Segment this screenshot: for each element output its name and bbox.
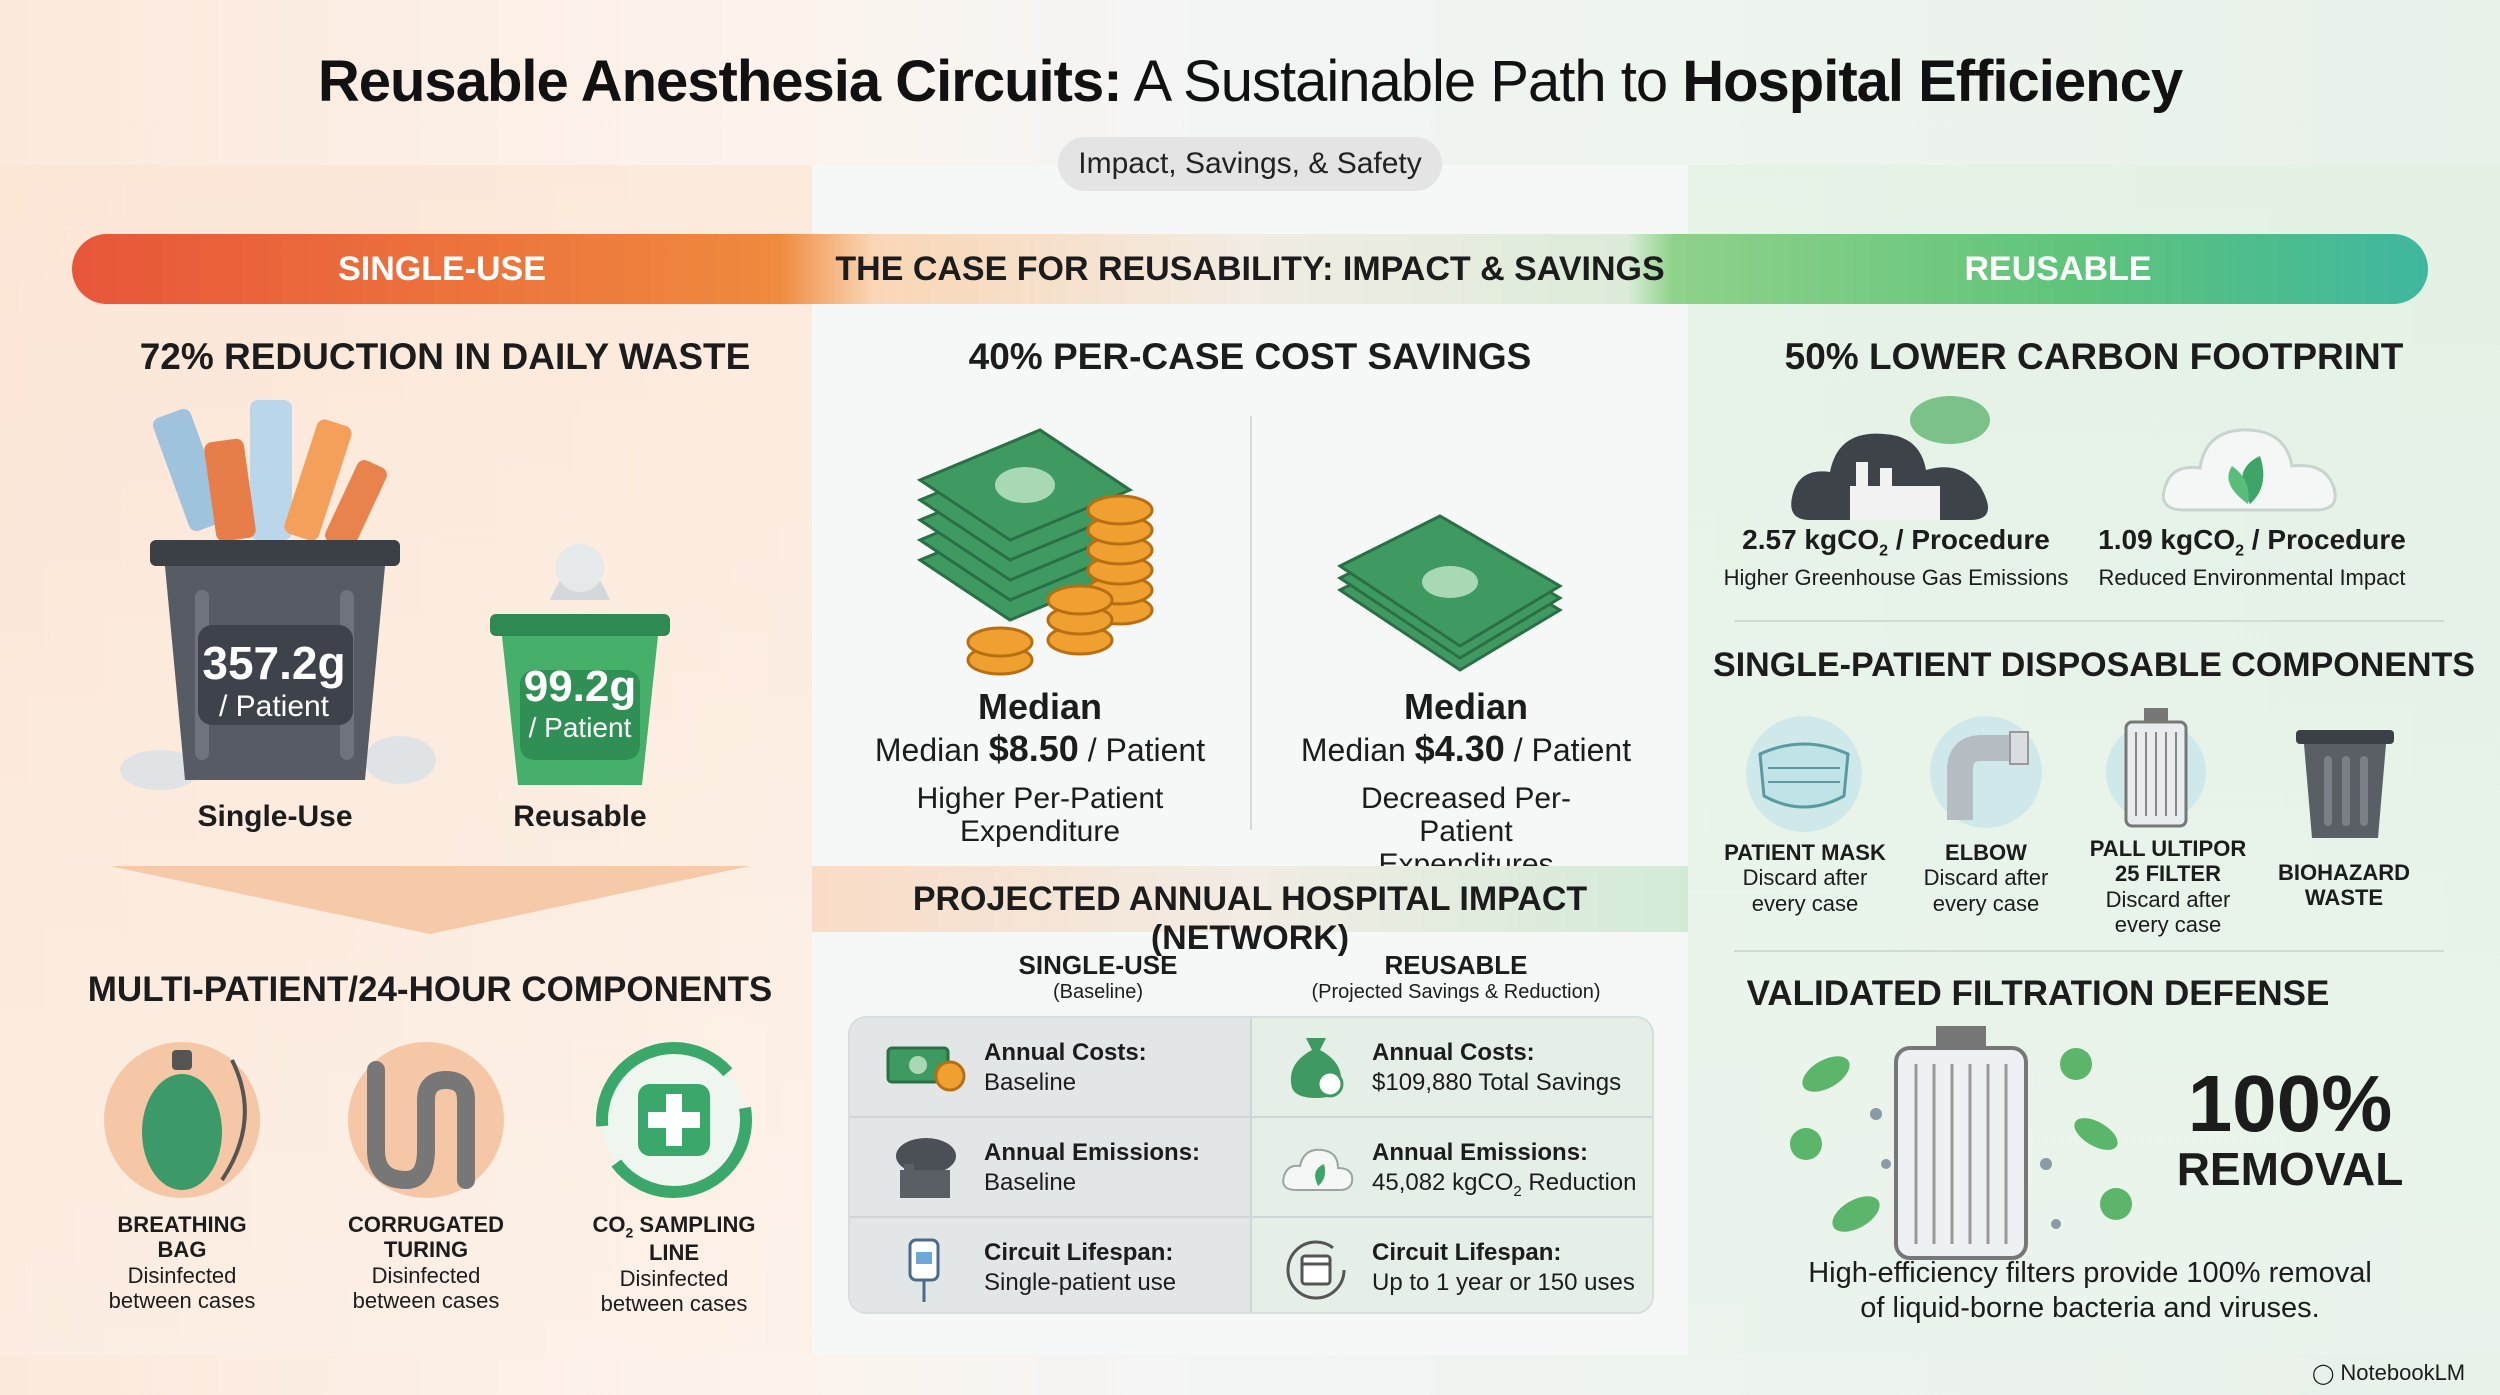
money-small-stack-icon — [1337, 514, 1563, 672]
elbow-connector-icon — [1930, 716, 2042, 828]
filtration-heading: VALIDATED FILTRATION DEFENSE — [1746, 974, 2330, 1013]
cost-left-head: Median — [977, 686, 1102, 727]
pall-filter-icon — [2106, 708, 2206, 828]
annual-band — [812, 866, 1688, 932]
cloud-leaf-icon — [1282, 1148, 1354, 1191]
removal-label: REMOVAL — [2176, 1143, 2404, 1195]
breathing-bag-icon — [104, 1042, 260, 1198]
annual-impact-table: Annual Costs: Baseline Annual Costs: $109,… — [848, 1016, 1654, 1314]
divider-1 — [1734, 620, 2444, 622]
money-bag-icon — [1290, 1038, 1344, 1098]
row3-right-label: Circuit Lifespan: — [1372, 1239, 1562, 1266]
breathing-bag-desc: Disinfected between cases — [108, 1262, 256, 1313]
annual-heading: PROJECTED ANNUAL HOSPITAL IMPACT (NETWOR… — [912, 880, 1588, 957]
removal-percent: 100% — [2187, 1059, 2393, 1148]
corrugated-tubing-desc: Disinfected between cases — [352, 1262, 500, 1313]
factory-cloud-icon — [1791, 396, 1990, 520]
carbon-right-desc: Reduced Environmental Impact — [2098, 564, 2406, 590]
circuit-device-icon — [908, 1238, 940, 1302]
filter-bacteria-icon — [1790, 1026, 2132, 1260]
cost-divider — [1250, 416, 1252, 830]
biohazard-title: BIOHAZARD WASTE — [2278, 860, 2410, 911]
breathing-bag-title: BREATHING BAG — [117, 1212, 247, 1263]
row2-right-value: 45,082 kgCO2 Reduction — [1372, 1169, 1637, 1200]
row1-right-value: $109,880 Total Savings — [1372, 1069, 1622, 1096]
filtration-desc-2: of liquid-borne bacteria and viruses. — [1860, 1291, 2320, 1324]
trash-overflow-icon — [120, 400, 436, 790]
carbon-left-desc: Higher Greenhouse Gas Emissions — [1723, 564, 2069, 590]
carbon-heading: 50% LOWER CARBON FOOTPRINT — [1784, 336, 2404, 377]
carbon-right-value: 1.09 kgCO2 / Procedure — [2098, 524, 2406, 560]
calendar-cycle-icon — [1286, 1240, 1346, 1300]
reusable-waste-value: 99.2g — [523, 662, 637, 711]
patient-mask-icon — [1746, 716, 1862, 832]
row3-left-value: Single-patient use — [984, 1269, 1177, 1296]
green-cloud-icon — [2161, 428, 2337, 512]
co2-sampling-desc: Disinfected between cases — [600, 1265, 748, 1317]
filtration-desc-1: High-efficiency filters provide 100% rem… — [1808, 1257, 2372, 1289]
single-waste-value: 357.2g — [202, 637, 346, 689]
co2-sampling-line-icon — [596, 1042, 752, 1198]
page-title: Reusable Anesthesia Circuits: A Sustaina… — [317, 49, 2183, 114]
cost-right-value: Median $4.30 / Patient — [1300, 728, 1632, 769]
elbow-title: ELBOW — [1945, 840, 2027, 865]
cost-heading: 40% PER-CASE COST SAVINGS — [968, 336, 1532, 377]
subtitle-pill: Impact, Savings, & Safety — [1058, 137, 1442, 191]
notebooklm-logo-icon: ◯ — [2312, 1362, 2335, 1385]
row3-right-value: Up to 1 year or 150 uses — [1372, 1269, 1635, 1296]
band-single-use: SINGLE-USE — [338, 249, 546, 288]
single-waste-unit: / Patient — [218, 690, 330, 723]
row1-left-label: Annual Costs: — [984, 1039, 1147, 1066]
col-single-sub: (Baseline) — [1052, 981, 1144, 1003]
pall-filter-title: PALL ULTIPOR 25 FILTER — [2089, 836, 2247, 887]
disposable-heading: SINGLE-PATIENT DISPOSABLE COMPONENTS — [1713, 646, 2475, 684]
row3-left-label: Circuit Lifespan: — [984, 1239, 1174, 1266]
band-center: THE CASE FOR REUSABILITY: IMPACT & SAVIN… — [835, 249, 1665, 288]
row2-left-value: Baseline — [984, 1169, 1077, 1196]
elbow-desc: Discard after every case — [1923, 865, 2049, 916]
row1-left-value: Baseline — [984, 1069, 1077, 1096]
cost-left-desc: Higher Per-Patient Expenditure — [916, 782, 1164, 848]
col-single-head: SINGLE-USE — [1018, 950, 1178, 980]
col-reusable-sub: (Projected Savings & Reduction) — [1311, 981, 1601, 1003]
cash-icon — [886, 1046, 966, 1092]
patient-mask-title: PATIENT MASK — [1724, 840, 1886, 865]
co2-sampling-title: CO2 SAMPLING LINE — [592, 1212, 756, 1266]
recycle-bin-icon — [490, 544, 670, 785]
factory-smoke-icon — [896, 1138, 956, 1198]
corrugated-tubing-title: CORRUGATED TURING — [347, 1212, 505, 1263]
waste-heading: 72% REDUCTION IN DAILY WASTE — [139, 336, 751, 377]
reusable-label: Reusable — [513, 800, 647, 833]
col-reusable-head: REUSABLE — [1384, 950, 1528, 980]
section-header-band: SINGLE-USE THE CASE FOR REUSABILITY: IMP… — [72, 234, 2428, 304]
multi-heading: MULTI-PATIENT/24-HOUR COMPONENTS — [87, 970, 773, 1009]
pall-filter-desc: Discard after every case — [2105, 886, 2231, 937]
single-use-label: Single-Use — [197, 800, 353, 833]
cost-left-value: Median $8.50 / Patient — [874, 728, 1206, 769]
money-stack-icon — [916, 428, 1154, 676]
divider-2 — [1734, 950, 2444, 952]
notebooklm-brand: ◯ NotebookLM — [2312, 1360, 2466, 1385]
band-reusable: REUSABLE — [1964, 249, 2152, 288]
biohazard-bin-icon — [2296, 730, 2394, 838]
cost-right-head: Median — [1403, 686, 1528, 727]
patient-mask-desc: Discard after every case — [1742, 865, 1868, 916]
corrugated-tubing-icon — [348, 1042, 504, 1198]
carbon-left-value: 2.57 kgCO2 / Procedure — [1742, 524, 2050, 560]
row2-right-label: Annual Emissions: — [1372, 1139, 1589, 1166]
reusable-waste-unit: / Patient — [528, 712, 632, 743]
row1-right-label: Annual Costs: — [1372, 1039, 1535, 1066]
row2-left-label: Annual Emissions: — [984, 1139, 1201, 1166]
